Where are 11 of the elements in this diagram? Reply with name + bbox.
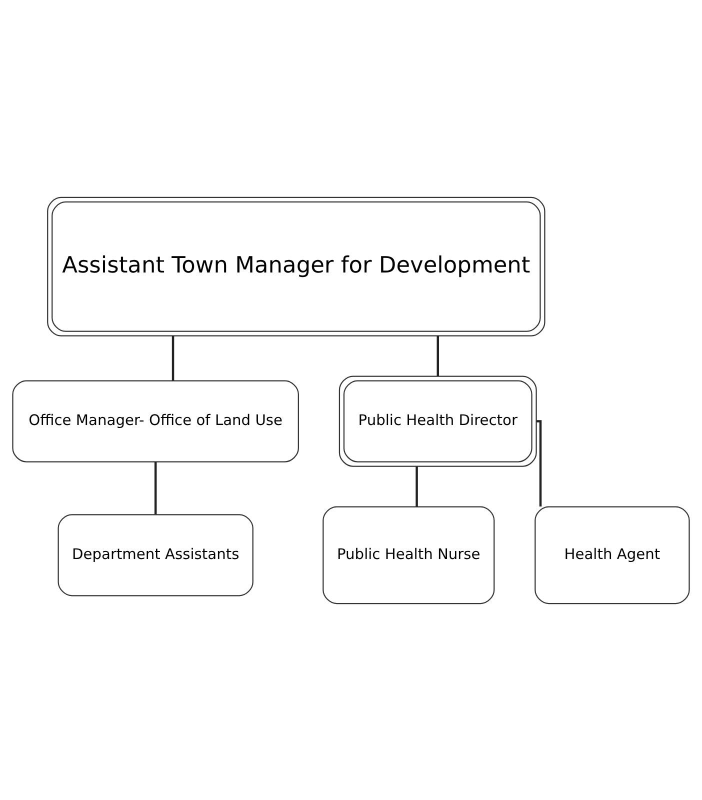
node-box: Office Manager- Office of Land Use	[12, 380, 299, 462]
node-box: Public Health Director	[338, 375, 537, 466]
node-box: Health Agent	[534, 506, 690, 604]
connector	[536, 420, 542, 506]
connector	[154, 461, 157, 514]
connector	[172, 335, 174, 380]
node-box: Department Assistants	[58, 514, 254, 596]
connector	[436, 335, 439, 376]
node-box: Public Health Nurse	[322, 506, 495, 604]
node-box: Assistant Town Manager for Development	[47, 196, 546, 336]
connector	[416, 466, 418, 506]
